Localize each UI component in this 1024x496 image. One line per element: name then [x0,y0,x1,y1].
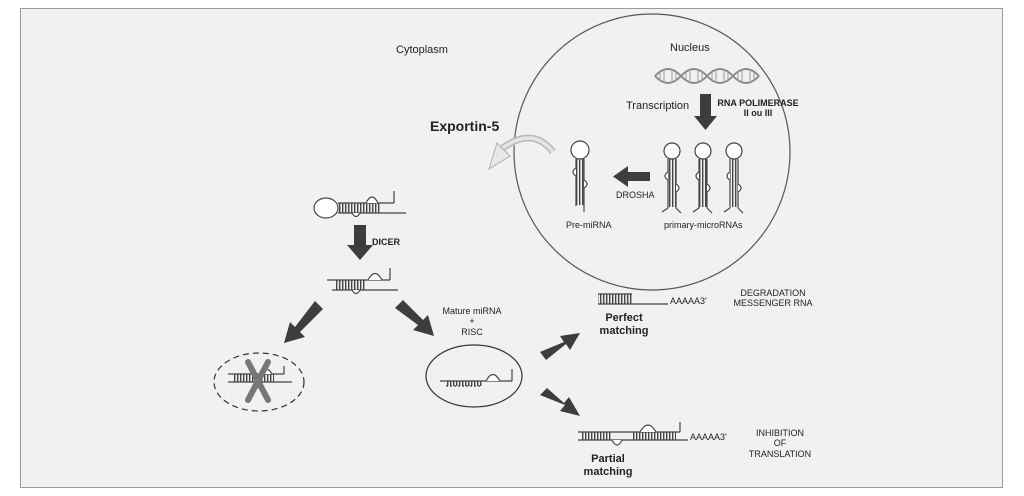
risc-complex [425,344,523,408]
polya-perfect-label: AAAAA3' [670,296,707,306]
nucleus-label: Nucleus [670,42,710,54]
perfect-line2: matching [599,324,649,337]
drosha-label: DROSHA [616,190,655,200]
dna-helix-icon [654,68,760,84]
arrow-to-perfect [540,333,580,360]
mature-mirna-risc-label: Mature miRNA + RISC [432,306,512,337]
degradation-label: DEGRADATION MESSENGER RNA [730,288,816,309]
hairpin-1 [661,142,682,214]
partial-line2: matching [583,465,633,478]
mirna-duplex [327,268,398,295]
hairpin-3 [723,142,744,214]
inhibition-line3: TRANSLATION [748,448,812,459]
dicer-label: DICER [372,237,401,247]
partial-matching-mrna [578,422,688,446]
partial-matching-label: Partial matching [580,453,636,478]
mature-line2: + [469,316,475,327]
cross-icon [245,359,271,403]
cytoplasm-pre-mirna [313,191,406,219]
degradation-line1: DEGRADATION [740,288,806,298]
arrow-transcription [694,94,717,130]
inhibition-line2: OF [773,438,787,449]
arrow-to-degraded [284,301,323,343]
pre-mirna-hairpin [570,140,590,212]
exportin-arrow-icon [488,134,556,171]
polya-partial-label: AAAAA3' [690,432,727,442]
arrow-to-risc [395,300,434,336]
perfect-line1: Perfect [605,312,643,324]
degradation-line2: MESSENGER RNA [733,298,813,309]
inhibition-label: INHIBITION OF TRANSLATION [740,428,820,459]
primary-micrornas-label: primary-microRNAs [664,220,743,230]
inhibition-line1: INHIBITION [755,428,804,438]
perfect-matching-label: Perfect matching [596,312,652,337]
arrow-to-partial [540,388,580,416]
rna-polymerase-label: RNA POLIMERASE II ou III [714,98,802,119]
nucleus-boundary [513,13,791,291]
arrow-dicer [347,225,373,260]
hairpin-2 [692,142,713,214]
partial-line1: Partial [591,453,625,465]
mature-line3: RISC [461,326,483,337]
primary-microrna-hairpins [661,142,744,214]
mature-line1: Mature miRNA [442,306,502,316]
pre-mirna-label: Pre-miRNA [566,220,612,230]
degraded-strand [213,352,305,412]
rna-polymerase-line2: II ou III [743,108,773,119]
cytoplasm-label: Cytoplasm [396,44,448,56]
exportin-label: Exportin-5 [430,118,500,134]
transcription-label: Transcription [626,100,690,112]
flow-arrows [284,94,717,416]
arrow-drosha [613,166,650,187]
diagram-frame [20,8,1003,488]
rna-polymerase-line1: RNA POLIMERASE [717,98,799,108]
perfect-matching-mrna [598,293,668,305]
